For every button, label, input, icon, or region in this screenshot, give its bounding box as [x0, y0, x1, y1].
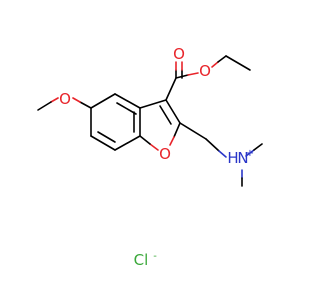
bond-ether-ethyl-oxygen	[211, 61, 219, 68]
bond-ch2-n-carbon	[205, 138, 220, 152]
bond-ethyl-cc	[225, 55, 251, 71]
bond-c3-c2	[165, 99, 181, 124]
bond-n-methyl1-nitrogen	[245, 149, 255, 157]
ammonium-charge-label: +	[246, 148, 254, 159]
ester-ether-oxygen-label: O	[199, 62, 211, 80]
furan-oxygen-label: O	[159, 145, 171, 163]
bond-c3-carbonyl	[165, 77, 177, 101]
bond-benzene-2	[90, 93, 116, 109]
bond-aryl-methoxy-oxygen	[72, 97, 81, 103]
chloride-label: Cl	[134, 251, 149, 269]
bond-c3a-c3	[139, 99, 167, 109]
bond-benzene-5	[114, 135, 141, 151]
bond-benzene-4-inner	[97, 131, 116, 143]
bond-ether-ethyl-carbon	[217, 55, 227, 63]
chloride-charge-label: -	[153, 251, 157, 262]
ammonium-hydrogen-label: H	[227, 149, 238, 167]
bond-benzene-1	[114, 93, 141, 109]
bond-n-methyl1-carbon	[253, 143, 263, 151]
ester-carbonyl-oxygen-label: O	[173, 45, 185, 63]
bond-lines	[37, 55, 263, 187]
bond-ch2-n-nitrogen	[218, 150, 227, 158]
bond-methoxy-methyl-oxygen	[50, 97, 59, 103]
bond-carbonyl-ether-carbon	[175, 74, 189, 79]
bond-benzene-1-inner	[116, 102, 137, 115]
bond-aryl-methoxy-carbon	[79, 101, 92, 109]
bond-carbonyl-ether-oxygen	[187, 72, 199, 76]
bond-methoxy-methyl-carbon	[37, 101, 52, 111]
bond-o1-c7a-carbon	[139, 135, 151, 145]
ammonium-nitrogen-label: N	[237, 149, 248, 167]
atom-labels: O O O O H N + Cl -	[59, 45, 254, 269]
molecule-structure-diagram: O O O O H N + Cl -	[37, 45, 263, 269]
bond-c2-ch2	[179, 122, 207, 140]
bond-c2-o1-oxygen	[169, 136, 175, 146]
bond-benzene-4	[90, 135, 116, 151]
methoxy-oxygen-label: O	[59, 90, 71, 108]
bond-c2-o1-carbon	[173, 122, 181, 138]
bond-c3-c2-inner	[159, 105, 172, 125]
bond-o1-c7a-oxygen	[149, 143, 159, 151]
